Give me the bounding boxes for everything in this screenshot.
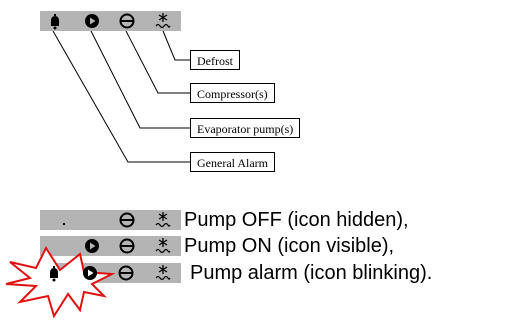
pump-icon [85,14,99,28]
compressor-icon [119,13,135,29]
state-bar-pump-off [40,210,181,230]
compressor-icon [119,238,135,254]
state-bar-pump-on [40,236,181,256]
compressor-label: Compressor(s) [190,83,275,103]
bell-icon [51,14,59,30]
bell-hidden-dot [63,223,65,225]
connector-compressor [125,30,190,94]
state-pump-alarm-text: Pump alarm (icon blinking). [190,262,433,284]
connector-general-alarm [52,30,190,163]
evaporator-pump-label: Evaporator pump(s) [190,118,301,138]
defrost-snowflake-icon [155,13,171,29]
alarm-burst-icon [5,245,134,319]
compressor-icon [119,212,135,228]
top-icon-bar [40,11,181,31]
defrost-snowflake-icon [155,238,171,254]
defrost-label: Defrost [190,50,240,70]
state-pump-off-text: Pump OFF (icon hidden), [184,209,409,231]
connector-defrost [162,30,190,61]
connector-evaporator-pump [90,30,190,129]
pump-icon [85,239,99,253]
defrost-snowflake-icon [155,212,171,228]
state-pump-on-text: Pump ON (icon visible), [184,235,395,257]
defrost-snowflake-icon [155,265,171,281]
general-alarm-label: General Alarm [190,152,275,172]
